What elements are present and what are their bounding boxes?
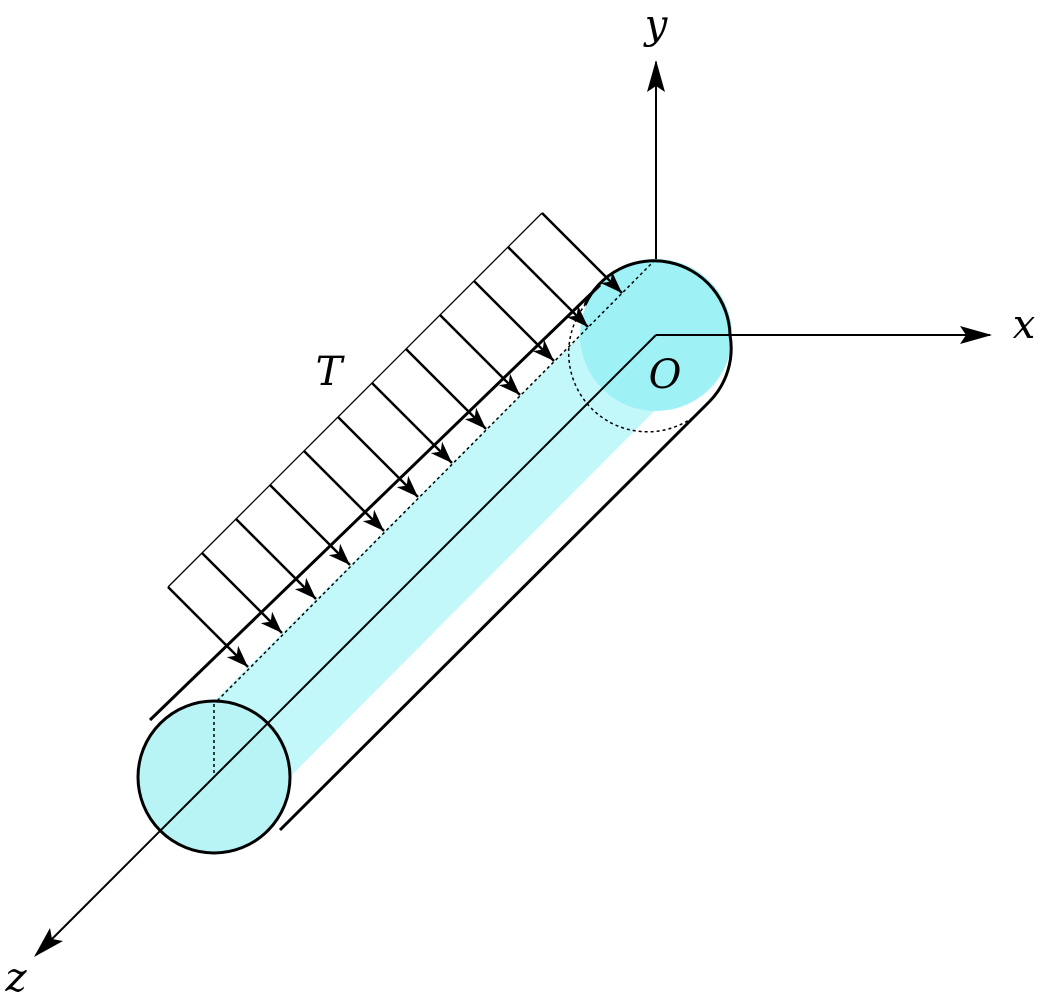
load-arrow bbox=[201, 552, 283, 634]
z-axis-arrowhead bbox=[34, 928, 63, 957]
load-arrowhead bbox=[396, 475, 418, 497]
load-arrowhead bbox=[328, 543, 350, 565]
cylinder-lower-edge bbox=[278, 399, 712, 832]
load-arrowhead bbox=[464, 407, 486, 429]
load-arrow bbox=[235, 518, 317, 600]
load-arrowhead bbox=[430, 441, 452, 463]
cylinder-upper-edge bbox=[148, 283, 602, 722]
load-arrow bbox=[541, 212, 623, 294]
load-arrowhead bbox=[226, 645, 248, 667]
z-axis-label: z bbox=[4, 955, 27, 1001]
load-arrow bbox=[473, 280, 555, 362]
load-arrow bbox=[167, 586, 249, 668]
load-arrow bbox=[337, 416, 419, 498]
load-arrow bbox=[439, 314, 521, 396]
x-axis-arrowhead bbox=[960, 326, 992, 344]
load-arrow bbox=[371, 382, 453, 464]
cylinder-end-origin-hidden-edge bbox=[567, 304, 711, 433]
load-label: T bbox=[316, 349, 346, 395]
load-arrow bbox=[303, 450, 385, 532]
load-arrowhead bbox=[294, 577, 316, 599]
x-axis-label: x bbox=[1013, 302, 1036, 348]
z-axis bbox=[35, 334, 657, 956]
load-arrowhead bbox=[498, 373, 520, 395]
y-axis-arrowhead bbox=[647, 60, 665, 92]
distributed-load bbox=[167, 212, 623, 668]
load-arrowhead bbox=[260, 611, 282, 633]
load-arrow bbox=[405, 348, 487, 430]
load-baseline bbox=[167, 212, 543, 588]
load-arrow bbox=[507, 246, 589, 328]
load-arrow bbox=[269, 484, 351, 566]
cylinder-top-generator bbox=[213, 259, 656, 705]
load-arrows bbox=[167, 212, 623, 668]
load-arrowhead bbox=[566, 305, 588, 327]
cylinder-end-origin-visible-edge bbox=[583, 259, 733, 403]
load-arrowhead bbox=[532, 339, 554, 361]
load-arrowhead bbox=[600, 271, 622, 293]
y-axis-label: y bbox=[643, 2, 669, 48]
load-arrowhead bbox=[362, 509, 384, 531]
origin-label: O bbox=[649, 352, 682, 398]
